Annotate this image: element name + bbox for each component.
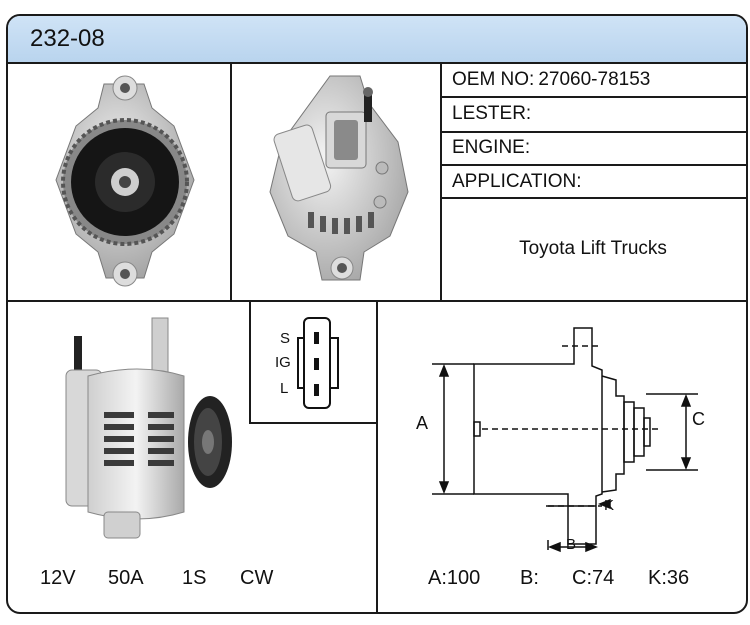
- header-bar: 232-08: [8, 16, 746, 64]
- alternator-rear-photo: [269, 75, 409, 281]
- dimension-c-label: C: [692, 409, 705, 429]
- dimension-k-value: K:36: [648, 567, 690, 589]
- application-value: Toyota Lift Trucks: [519, 238, 667, 259]
- connector-plug-diagram: [297, 317, 339, 409]
- divider: [8, 300, 746, 302]
- alternator-side-photo: [65, 317, 232, 539]
- dimension-k-label: K: [604, 497, 615, 514]
- pulley-value: 1S: [182, 567, 207, 589]
- divider: [440, 197, 746, 199]
- voltage-value: 12V: [40, 567, 76, 589]
- part-number-title: 232-08: [30, 25, 105, 52]
- oem-label: OEM NO:: [452, 69, 535, 90]
- dimension-b-label: B: [566, 536, 577, 553]
- dimension-c-value: C:74: [572, 567, 615, 589]
- alternator-front-photo: [55, 75, 195, 287]
- dimension-a-label: A: [416, 413, 429, 433]
- dimension-a-value: A:100: [428, 567, 481, 589]
- oem-value: 27060-78153: [538, 69, 651, 90]
- pin-ig-label: IG: [275, 354, 291, 371]
- divider: [249, 302, 251, 424]
- divider: [440, 96, 746, 98]
- engine-label: ENGINE:: [452, 137, 531, 158]
- amperage-value: 50A: [108, 567, 144, 589]
- oem-row: OEM NO:27060-78153: [452, 69, 650, 91]
- divider: [440, 62, 442, 300]
- dimension-drawing: [432, 327, 698, 553]
- rotation-value: CW: [240, 567, 274, 589]
- product-sheet: 232-08 OEM NO:27060-78153 LESTER: ENGINE…: [6, 14, 748, 614]
- pin-l-label: L: [280, 380, 289, 397]
- lester-label: LESTER:: [452, 103, 532, 124]
- divider: [376, 302, 378, 612]
- divider: [440, 131, 746, 133]
- application-label: APPLICATION:: [452, 171, 582, 192]
- divider: [230, 62, 232, 300]
- divider: [249, 422, 377, 424]
- divider: [440, 164, 746, 166]
- pin-s-label: S: [280, 330, 291, 347]
- dimension-b-value: B:: [520, 567, 539, 589]
